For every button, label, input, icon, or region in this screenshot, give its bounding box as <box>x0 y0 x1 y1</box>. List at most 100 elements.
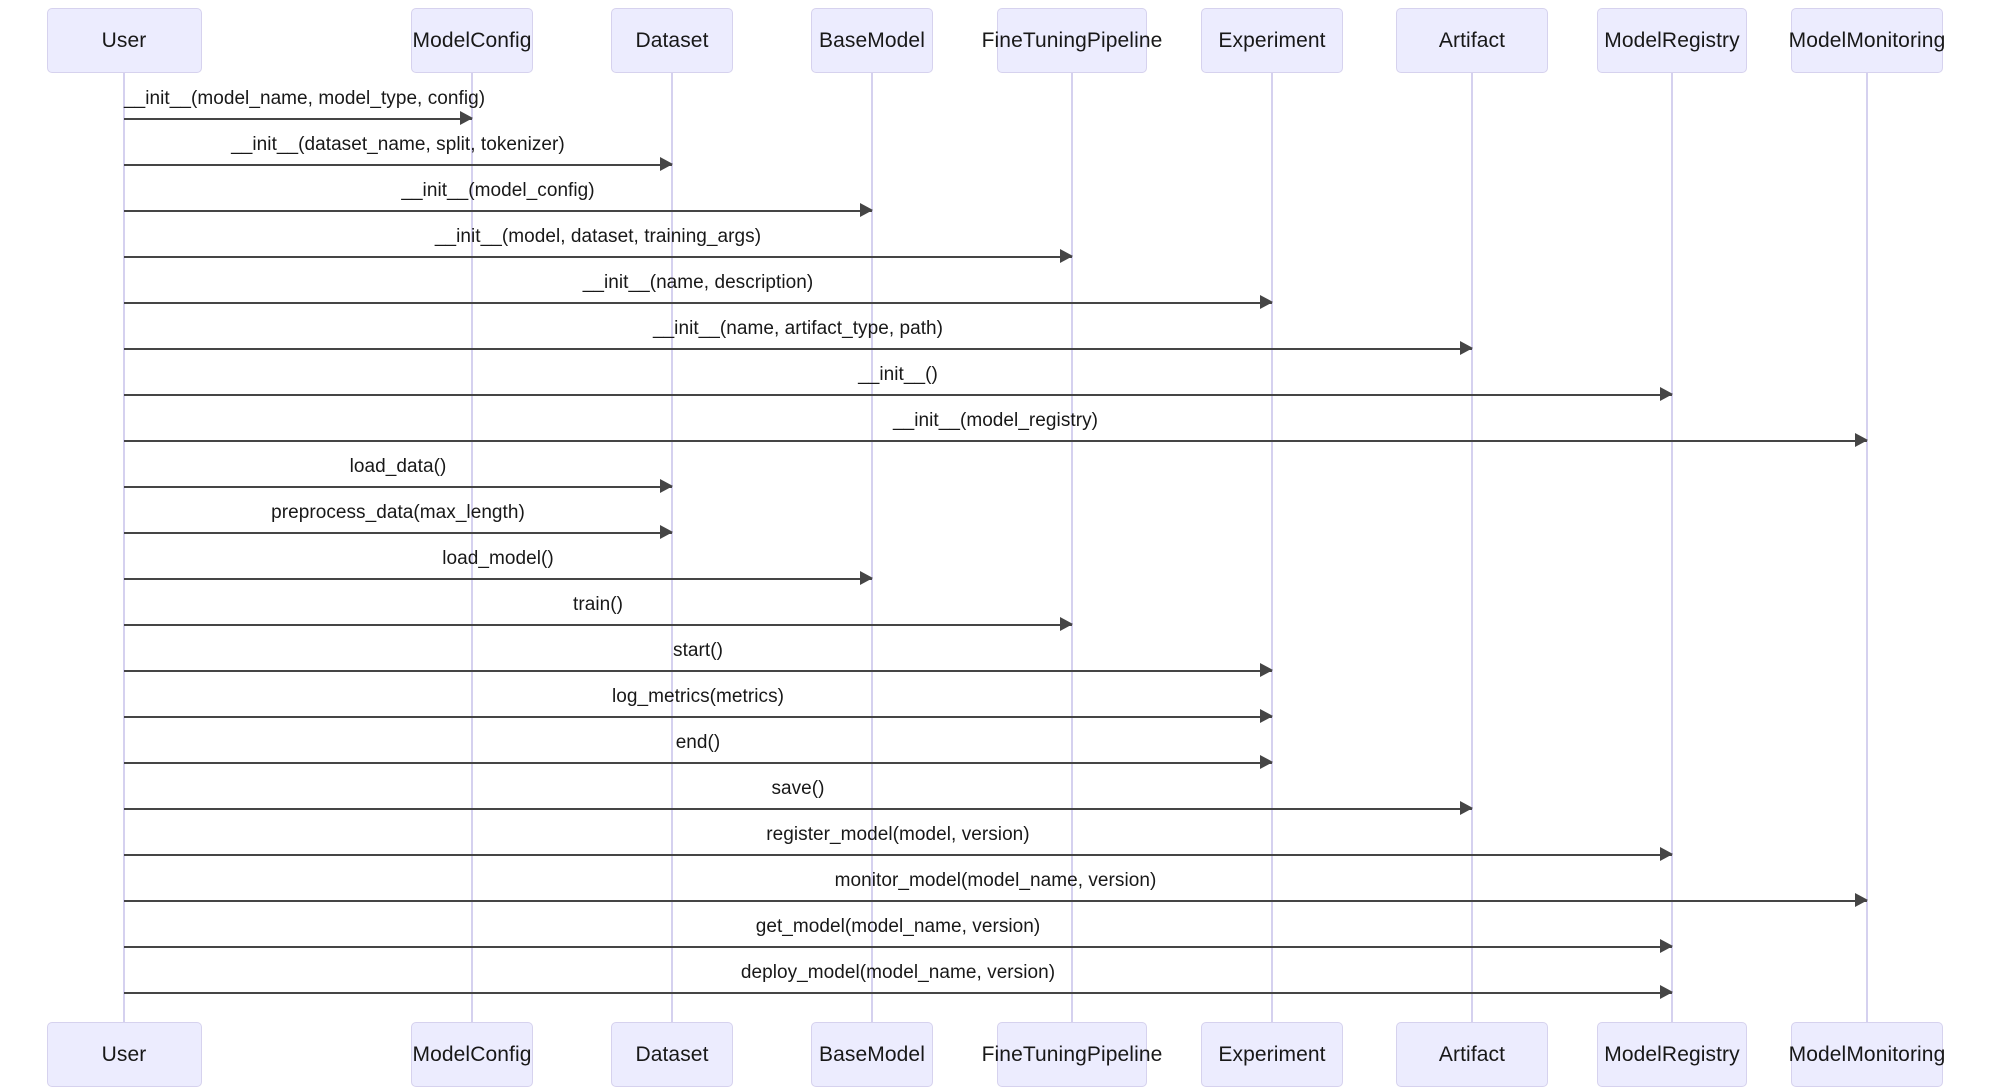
lifeline-dataset <box>671 73 673 1022</box>
message-label: get_model(model_name, version) <box>755 916 1041 937</box>
participant-basemodel-top[interactable]: BaseModel <box>811 8 933 73</box>
arrow-head-icon <box>1460 801 1473 815</box>
arrow-head-icon <box>660 479 673 493</box>
participant-user-top[interactable]: User <box>46 8 202 73</box>
message-label: load_data() <box>349 456 447 477</box>
participant-artifact-bottom[interactable]: Artifact <box>1396 1022 1548 1087</box>
message-label: __init__(model_config) <box>401 180 595 201</box>
message-label: __init__(name, description) <box>582 272 814 293</box>
participant-experiment-top[interactable]: Experiment <box>1201 8 1343 73</box>
message-line <box>124 900 1867 902</box>
arrow-head-icon <box>1460 341 1473 355</box>
message-line <box>124 762 1272 764</box>
arrow-head-icon <box>860 571 873 585</box>
message-line <box>124 578 872 580</box>
lifeline-user <box>123 73 125 1022</box>
participant-label: User <box>101 28 147 52</box>
message-line <box>124 992 1672 994</box>
arrow-head-icon <box>1260 709 1273 723</box>
message-line <box>124 716 1272 718</box>
participant-label: ModelMonitoring <box>1788 1042 1946 1066</box>
message-label: start() <box>673 640 723 661</box>
arrow-head-icon <box>1660 387 1673 401</box>
message-label: save() <box>771 778 825 799</box>
message-line <box>124 670 1272 672</box>
message-label: log_metrics(metrics) <box>611 686 785 707</box>
participant-experiment-bottom[interactable]: Experiment <box>1201 1022 1343 1087</box>
message-label: __init__(name, artifact_type, path) <box>652 318 944 339</box>
message-line <box>124 118 472 120</box>
participant-label: FineTuningPipeline <box>981 1042 1163 1066</box>
message-label: __init__() <box>858 364 938 385</box>
arrow-head-icon <box>1855 893 1868 907</box>
participant-finetuning-top[interactable]: FineTuningPipeline <box>982 8 1162 73</box>
message-line <box>124 164 672 166</box>
participant-artifact-top[interactable]: Artifact <box>1396 8 1548 73</box>
message-label: __init__(model_name, model_type, config) <box>124 88 486 109</box>
participant-modelregistry-top[interactable]: ModelRegistry <box>1597 8 1747 73</box>
participant-label: Dataset <box>635 1042 709 1066</box>
lifeline-modelmonitoring <box>1866 73 1868 1022</box>
message-line <box>124 486 672 488</box>
message-label: __init__(model_registry) <box>892 410 1098 431</box>
participant-label: ModelMonitoring <box>1788 28 1946 52</box>
message-label: monitor_model(model_name, version) <box>834 870 1157 891</box>
message-line <box>124 348 1472 350</box>
message-label: preprocess_data(max_length) <box>271 502 525 523</box>
arrow-head-icon <box>660 157 673 171</box>
participant-modelregistry-bottom[interactable]: ModelRegistry <box>1597 1022 1747 1087</box>
participant-modelconfig-top[interactable]: ModelConfig <box>411 8 533 73</box>
arrow-head-icon <box>460 111 473 125</box>
message-label: end() <box>675 732 721 753</box>
arrow-head-icon <box>1660 847 1673 861</box>
participant-modelmonitoring-top[interactable]: ModelMonitoring <box>1788 8 1946 73</box>
participant-label: Experiment <box>1218 28 1326 52</box>
message-label: train() <box>573 594 623 615</box>
participant-finetuning-bottom[interactable]: FineTuningPipeline <box>982 1022 1162 1087</box>
message-line <box>124 210 872 212</box>
participant-label: User <box>101 1042 147 1066</box>
participant-dataset-top[interactable]: Dataset <box>611 8 733 73</box>
participant-label: BaseModel <box>819 1042 925 1066</box>
message-label: __init__(model, dataset, training_args) <box>434 226 762 247</box>
message-line <box>124 808 1472 810</box>
participant-label: ModelRegistry <box>1604 28 1740 52</box>
message-label: deploy_model(model_name, version) <box>740 962 1056 983</box>
message-label: register_model(model, version) <box>766 824 1030 845</box>
message-label: load_model() <box>442 548 554 569</box>
participant-label: ModelConfig <box>412 28 532 52</box>
lifeline-experiment <box>1271 73 1273 1022</box>
lifeline-artifact <box>1471 73 1473 1022</box>
message-line <box>124 256 1072 258</box>
message-line <box>124 440 1867 442</box>
participant-basemodel-bottom[interactable]: BaseModel <box>811 1022 933 1087</box>
participant-label: Dataset <box>635 28 709 52</box>
participant-label: ModelRegistry <box>1604 1042 1740 1066</box>
message-line <box>124 854 1672 856</box>
arrow-head-icon <box>1260 295 1273 309</box>
lifeline-modelregistry <box>1671 73 1673 1022</box>
message-line <box>124 946 1672 948</box>
participant-modelmonitoring-bottom[interactable]: ModelMonitoring <box>1788 1022 1946 1087</box>
lifeline-basemodel <box>871 73 873 1022</box>
arrow-head-icon <box>1060 249 1073 263</box>
participant-label: FineTuningPipeline <box>981 28 1163 52</box>
message-label: __init__(dataset_name, split, tokenizer) <box>231 134 565 155</box>
arrow-head-icon <box>1260 663 1273 677</box>
message-line <box>124 394 1672 396</box>
participant-modelconfig-bottom[interactable]: ModelConfig <box>411 1022 533 1087</box>
participant-dataset-bottom[interactable]: Dataset <box>611 1022 733 1087</box>
arrow-head-icon <box>1060 617 1073 631</box>
arrow-head-icon <box>660 525 673 539</box>
arrow-head-icon <box>860 203 873 217</box>
lifeline-modelconfig <box>471 73 473 1022</box>
message-line <box>124 532 672 534</box>
participant-user-bottom[interactable]: User <box>46 1022 202 1087</box>
participant-label: Artifact <box>1438 28 1506 52</box>
participant-label: ModelConfig <box>412 1042 532 1066</box>
lifeline-finetuning <box>1071 73 1073 1022</box>
participant-label: Artifact <box>1438 1042 1506 1066</box>
participant-label: BaseModel <box>819 28 925 52</box>
participant-label: Experiment <box>1218 1042 1326 1066</box>
